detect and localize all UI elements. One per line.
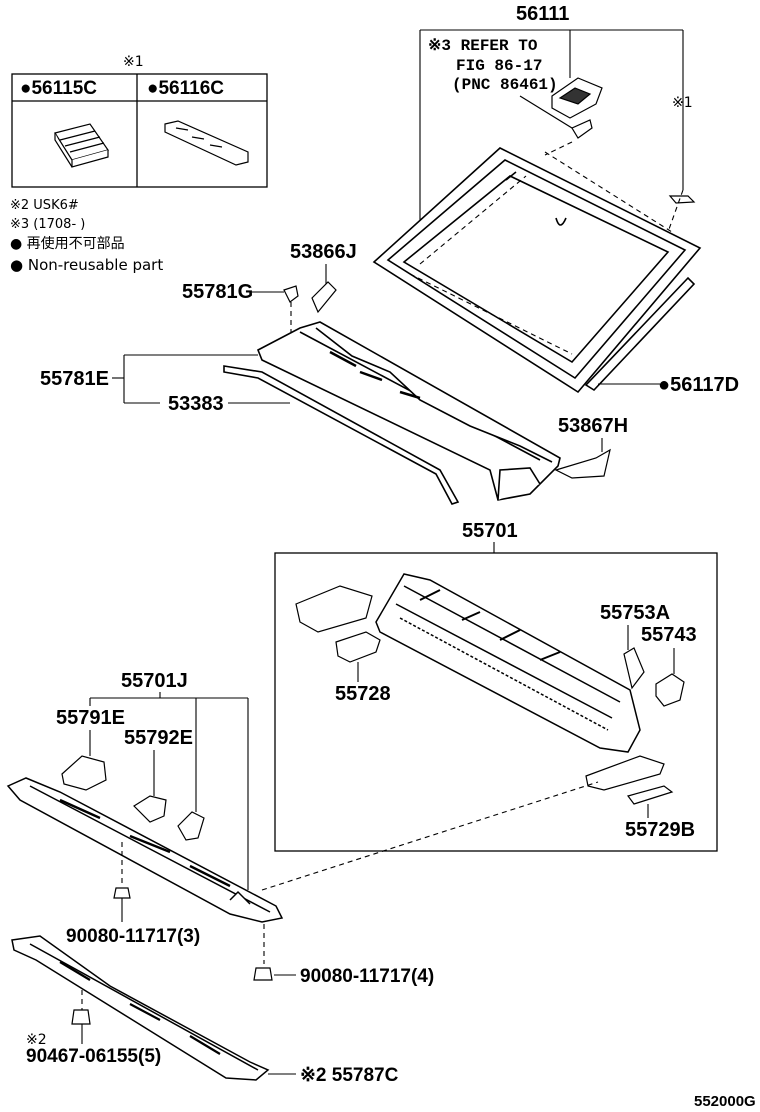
bracket-55791e-drawing: [61, 755, 107, 791]
windshield-glass-drawing: [372, 147, 702, 394]
windshield-dashed-lines: [409, 141, 684, 355]
windshield-dam-drawing: [584, 276, 696, 392]
dashed-to-box: [261, 781, 599, 891]
note-non-reusable-en: ● Non-reusable part: [10, 256, 163, 274]
part-53867h[interactable]: 53867H: [558, 415, 628, 437]
legend-part-left[interactable]: ●56115C: [20, 78, 97, 99]
bracket-53867h-drawing: [554, 448, 611, 479]
clip-56115c-drawing: [54, 123, 109, 168]
bolt-90467-drawing: [71, 1009, 91, 1025]
sensor-bracket-drawing: [519, 77, 603, 139]
part-55701j[interactable]: 55701J: [121, 670, 188, 692]
part-55792e[interactable]: 55792E: [124, 727, 193, 749]
clip-55781g-drawing: [283, 285, 299, 303]
legend-marker: ※1: [123, 54, 144, 70]
part-90080-11717-4[interactable]: 90080-11717(4): [300, 966, 434, 987]
part-55728[interactable]: 55728: [335, 683, 391, 705]
legend-part-right[interactable]: ●56116C: [147, 78, 224, 99]
figure-id: 552000G: [694, 1093, 756, 1110]
part-55781g[interactable]: 55781G: [182, 281, 253, 303]
reinforcement-55787c-drawing: [11, 935, 270, 1081]
leader-56111: [419, 29, 684, 224]
bolt-90080b-drawing: [253, 967, 273, 981]
part-53866j[interactable]: 53866J: [290, 241, 357, 263]
refer-line1: ※3 REFER TO: [428, 37, 538, 55]
mark-1-right: ※1: [672, 95, 693, 111]
part-55791e[interactable]: 55791E: [56, 707, 125, 729]
note-usk6: ※2 USK6#: [10, 198, 79, 213]
leader-55701j: [89, 692, 249, 890]
part-55701[interactable]: 55701: [462, 520, 518, 542]
part-56117d[interactable]: ●56117D: [658, 374, 739, 396]
note-non-reusable-jp: ● 再使用不可部品: [10, 235, 125, 252]
bracket-55743-drawing: [655, 673, 685, 707]
part-55787c[interactable]: ※2 55787C: [300, 1065, 399, 1086]
bracket-55729b-drawing: [585, 755, 674, 805]
bracket-55728-drawing: [335, 631, 381, 663]
cowl-side-panel-drawing: [6, 777, 284, 923]
part-90467-06155-5[interactable]: 90467-06155(5): [26, 1046, 161, 1067]
bracket-55753a-drawing: [623, 647, 645, 690]
bracket-55792e-drawing: [133, 795, 205, 841]
part-53383[interactable]: 53383: [168, 393, 224, 415]
note-1708: ※3 (1708- ): [10, 217, 85, 232]
clip-56116c-drawing: [164, 120, 249, 166]
part-55753a[interactable]: 55753A: [600, 602, 670, 624]
part-56111[interactable]: 56111: [516, 3, 569, 25]
bolt-90080a-drawing: [113, 887, 131, 899]
refer-line3: (PNC 86461): [452, 76, 558, 94]
bracket-53866j-drawing: [311, 281, 337, 314]
part-55729b[interactable]: 55729B: [625, 819, 695, 841]
legend-box: [11, 73, 268, 188]
box-55701: [274, 552, 718, 852]
part-55743[interactable]: 55743: [641, 624, 697, 646]
bracket-left-drawing: [295, 585, 373, 633]
cowl-top-panel-drawing: [256, 321, 561, 501]
clip-mark1-drawing: [668, 195, 696, 204]
mark-2-left: ※2: [26, 1032, 47, 1048]
part-55781e[interactable]: 55781E: [40, 368, 109, 390]
weatherstrip-53383-drawing: [223, 365, 460, 505]
leader-55781e: [112, 354, 258, 404]
refer-line2: FIG 86-17: [456, 57, 542, 75]
cowl-panel-55701-drawing: [375, 573, 641, 753]
part-90080-11717-3[interactable]: 90080-11717(3): [66, 926, 200, 947]
